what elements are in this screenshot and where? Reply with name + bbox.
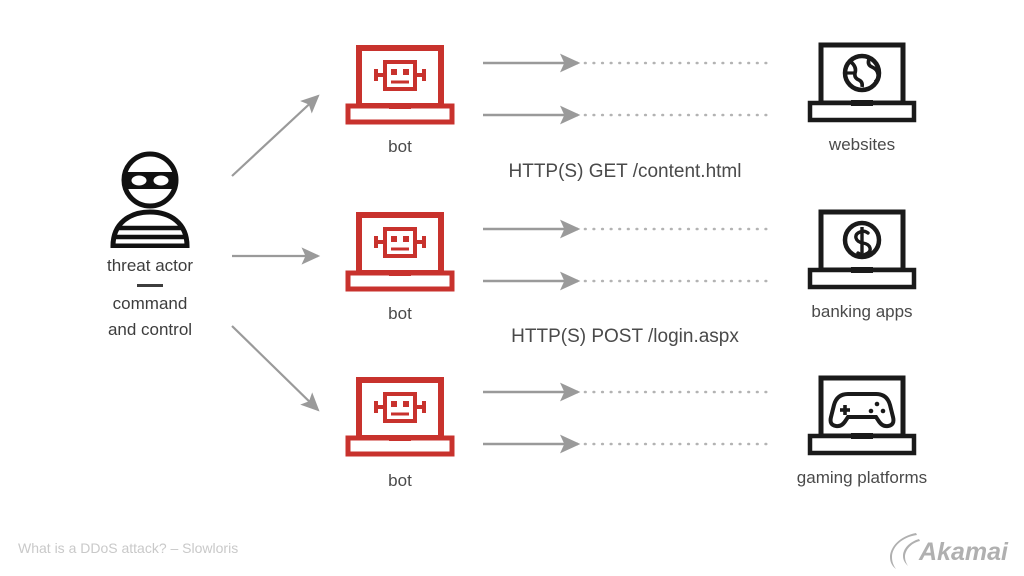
- target-label-banking: banking apps: [811, 302, 913, 321]
- target-label-websites: websites: [828, 135, 896, 154]
- akamai-wordmark: Akamai: [918, 538, 1009, 566]
- bot-label-1: bot: [388, 137, 412, 156]
- bot-1-request-arrows: [483, 53, 774, 125]
- flow-label-post: HTTP(S) POST /login.aspx: [511, 326, 739, 347]
- bot-label-2: bot: [388, 304, 412, 323]
- robot-laptop-icon: [345, 212, 455, 292]
- actor-to-bot-arrows: [231, 94, 321, 412]
- actor-label-secondary-line2: and control: [107, 320, 193, 339]
- arrow-actor-to-bot-1: [231, 94, 320, 177]
- dollar-laptop-icon: [807, 209, 917, 291]
- target-label-gaming: gaming platforms: [796, 468, 928, 487]
- actor-label-divider: [137, 284, 163, 287]
- bot-label-3: bot: [388, 471, 412, 490]
- actor-label-primary: threat actor: [107, 256, 193, 275]
- robot-laptop-icon: [345, 45, 455, 125]
- gamepad-laptop-icon: [807, 375, 917, 457]
- actor-label-group: threat actor command and control: [40, 253, 260, 343]
- actor-label-secondary-line1: command: [112, 294, 188, 313]
- akamai-logo: Akamai: [886, 528, 1016, 570]
- globe-laptop-icon: [807, 42, 917, 124]
- footer-caption: What is a DDoS attack? – Slowloris: [18, 540, 239, 556]
- bot-2-request-arrows: [483, 219, 774, 291]
- robot-laptop-icon: [345, 377, 455, 457]
- flow-label-get: HTTP(S) GET /content.html: [508, 161, 742, 182]
- arrow-actor-to-bot-3: [231, 325, 320, 412]
- bot-3-request-arrows: [483, 382, 774, 454]
- burglar-mask-icon: [108, 150, 192, 249]
